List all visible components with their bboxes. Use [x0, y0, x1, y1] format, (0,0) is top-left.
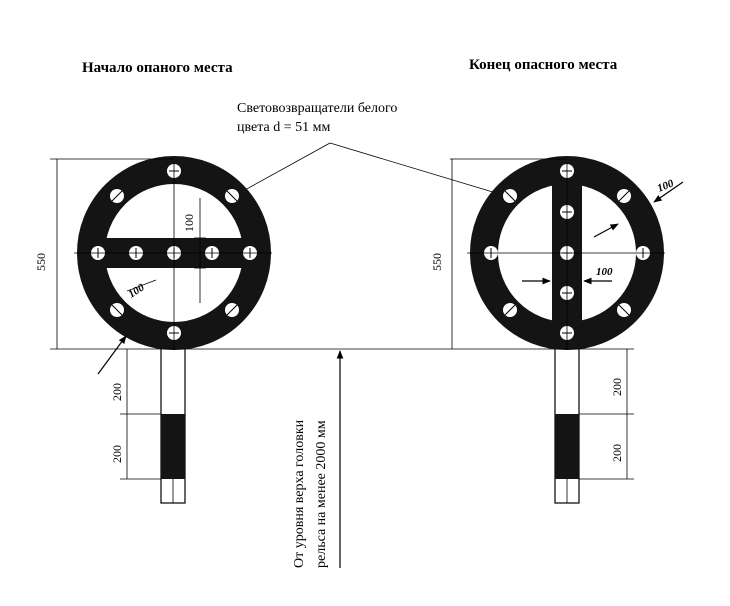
start-post-dimensions [120, 349, 161, 480]
start-post-black-stripe [161, 414, 185, 479]
end-sign: 100 100 550 200 200 [430, 156, 684, 504]
reflector [110, 303, 124, 317]
end-sign-title: Конец опасного места [469, 57, 618, 73]
reflector [617, 189, 631, 203]
start-post-white-label: 200 [110, 383, 124, 401]
end-post-white-label: 200 [610, 378, 624, 396]
start-bar-dimension [194, 198, 206, 303]
end-post-dimensions [579, 349, 634, 480]
reflector [503, 189, 517, 203]
end-bar-dim-label: 100 [596, 266, 613, 278]
start-sign-title: Начало опаного места [82, 60, 233, 76]
start-ring-dim-line [126, 279, 157, 292]
end-post-black-stripe [555, 414, 579, 479]
end-post [554, 344, 580, 504]
start-post [160, 344, 186, 504]
start-post-black-label: 200 [110, 445, 124, 463]
callout-line-2: цвета d = 51 мм [237, 120, 330, 135]
reflector [110, 189, 124, 203]
end-post-black-label: 200 [610, 444, 624, 462]
end-diameter-label: 550 [430, 253, 444, 271]
end-ring-dim-label: 100 [656, 177, 676, 194]
start-ring-arrow [97, 335, 127, 375]
start-diameter-label: 550 [34, 253, 48, 271]
height-note-line-1: От уровня верха головки [292, 419, 307, 568]
height-note-line-2: рельса на менее 2000 мм [314, 420, 329, 568]
start-sign: 100 100 550 200 200 [34, 156, 272, 504]
end-ring-inner-arrow [593, 223, 619, 238]
start-reflectors [91, 164, 257, 340]
end-diameter-dimension [450, 158, 567, 349]
callout-line-1: Световозвращатели белого [237, 101, 397, 116]
reflector [617, 303, 631, 317]
end-centerlines [467, 162, 665, 350]
callout-leaders [233, 142, 507, 197]
end-ring-outer-arrow [653, 181, 684, 203]
reflector [225, 189, 239, 203]
reflector [503, 303, 517, 317]
start-centerlines [74, 162, 272, 350]
reflector [225, 303, 239, 317]
start-diameter-dimension [50, 158, 174, 349]
start-bar-dim-label: 100 [182, 214, 196, 232]
